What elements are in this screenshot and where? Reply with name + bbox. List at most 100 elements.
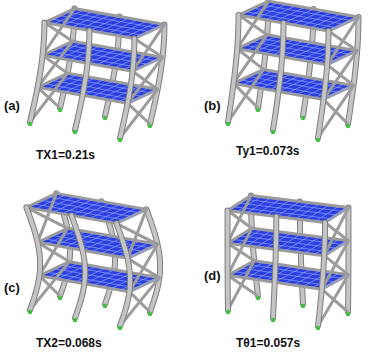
brace [239, 15, 268, 35]
support [103, 304, 107, 308]
support [271, 130, 275, 134]
panel-letter-box: (d) [204, 268, 221, 283]
column [318, 31, 329, 138]
panel-letter-box: (c) [4, 280, 20, 295]
column [116, 223, 130, 326]
column [345, 207, 351, 312]
brace [44, 23, 72, 42]
support [118, 138, 122, 142]
column-face [273, 23, 284, 130]
frame-model [226, 196, 350, 331]
support [103, 116, 107, 120]
brace [327, 17, 358, 65]
frame-model [26, 193, 160, 330]
floor-slab [26, 193, 146, 223]
panel-letter: (c) [4, 280, 20, 295]
period-caption: TX1=0.21s [36, 148, 95, 162]
brace [133, 71, 158, 89]
brace [134, 39, 162, 58]
brace [325, 222, 348, 240]
column-face [273, 216, 276, 318]
support [118, 326, 122, 330]
column [75, 31, 89, 130]
period-caption-box: Ty1=0.073s [236, 144, 300, 158]
slab-mesh [41, 200, 131, 216]
column-face [71, 215, 85, 318]
slab-mesh [53, 235, 143, 251]
support [73, 318, 77, 322]
support [301, 116, 305, 120]
slab-mesh [67, 12, 157, 28]
frame-model [28, 9, 165, 143]
slab-mesh [59, 16, 149, 32]
brace [128, 103, 150, 124]
support [73, 130, 77, 134]
column [71, 215, 85, 318]
column [273, 23, 284, 130]
column-face [30, 23, 44, 122]
brace [129, 292, 150, 312]
brace [228, 243, 255, 261]
frame-model [226, 1, 359, 142]
panel-letter: (a) [4, 98, 20, 113]
support [28, 122, 32, 126]
slab-mesh [49, 197, 139, 213]
brace [38, 87, 60, 108]
period-caption-box: TX2=0.068s [36, 336, 102, 350]
support [316, 326, 320, 330]
period-caption: TX2=0.068s [36, 336, 102, 350]
column-face [26, 207, 40, 310]
brace [324, 99, 348, 124]
column [26, 207, 40, 310]
period-caption-box: TX1=0.21s [36, 148, 95, 162]
brace [43, 9, 75, 56]
support [271, 318, 275, 322]
column-face [75, 31, 89, 130]
column [120, 39, 134, 138]
brace [228, 196, 251, 244]
column [318, 222, 325, 326]
column-face [120, 39, 134, 138]
support [316, 138, 320, 142]
brace [43, 55, 68, 73]
slab-mesh [254, 8, 344, 24]
column [228, 15, 239, 122]
brace [228, 211, 252, 229]
support [226, 310, 230, 314]
slab-mesh [261, 5, 351, 21]
support [226, 122, 230, 126]
column-face [116, 223, 130, 326]
brace [329, 31, 358, 51]
brace [234, 83, 258, 108]
column [225, 211, 231, 310]
column-face [318, 222, 325, 326]
brace [39, 276, 60, 296]
column-face [226, 211, 230, 310]
period-caption: Ty1=0.073s [236, 144, 300, 158]
brace [322, 289, 348, 312]
brace [327, 65, 353, 86]
panel-letter: (b) [204, 98, 221, 113]
panel-letter-box: (a) [4, 98, 20, 113]
column [273, 216, 276, 318]
panel-letter-box: (b) [204, 98, 221, 113]
panel-letter: (d) [204, 268, 221, 283]
column-face [346, 207, 350, 312]
brace [237, 49, 263, 70]
period-caption: Tθ1=0.057s [236, 336, 300, 350]
brace [228, 275, 258, 296]
brace [133, 25, 165, 72]
slab-mesh [245, 199, 342, 211]
support [301, 304, 305, 308]
column [150, 25, 164, 124]
column-face [228, 15, 239, 122]
brace [237, 1, 268, 49]
brace [324, 256, 348, 275]
column [30, 23, 44, 122]
support [28, 310, 32, 314]
column-face [150, 25, 164, 124]
column-face [318, 31, 329, 138]
period-caption-box: Tθ1=0.057s [236, 336, 300, 350]
